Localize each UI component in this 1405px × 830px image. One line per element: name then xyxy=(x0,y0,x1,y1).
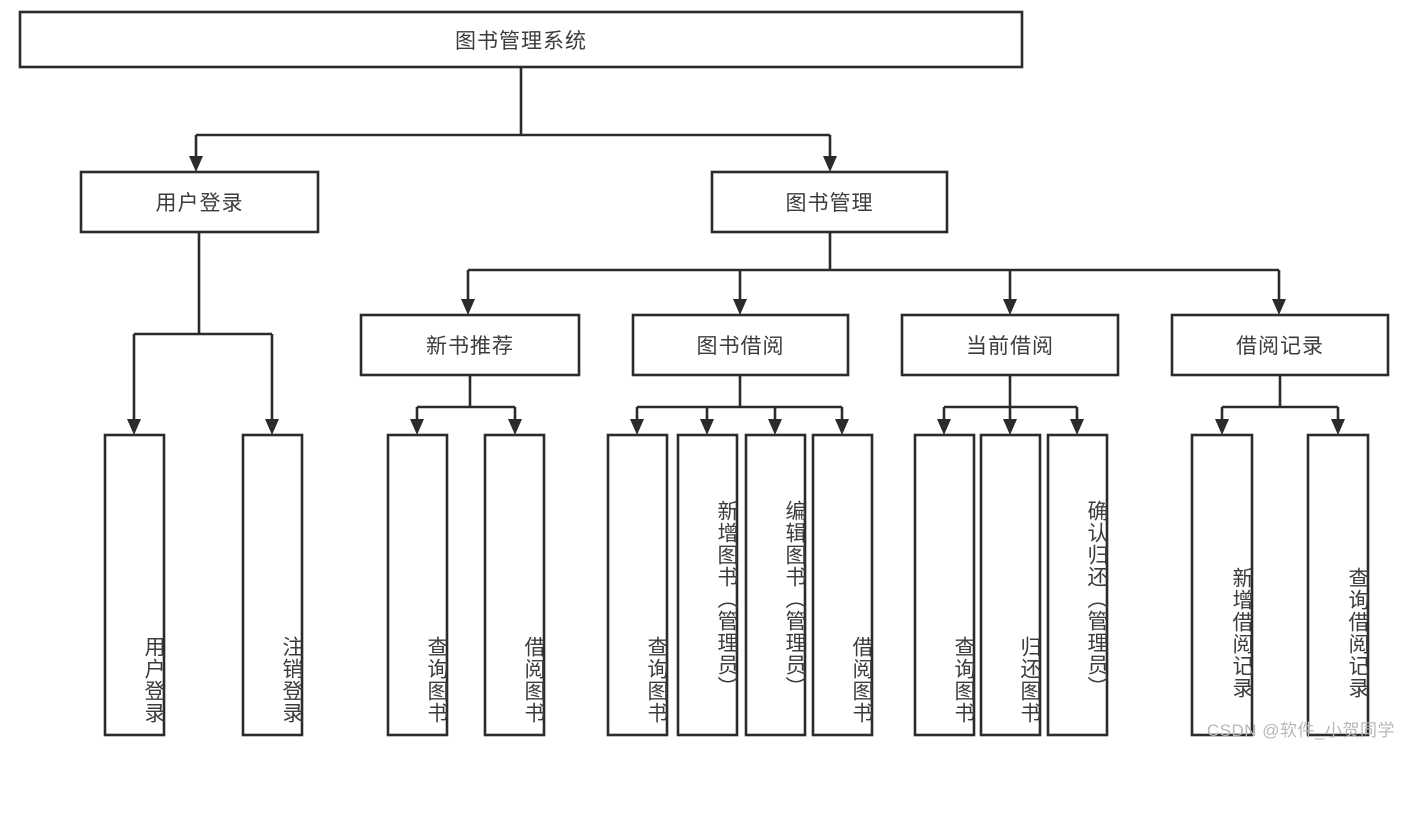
arrowhead-borrow-leaf1 xyxy=(630,419,644,435)
node-box-leaf-query-book-c[interactable] xyxy=(913,433,976,737)
arrowhead-current-leaf3 xyxy=(1070,419,1084,435)
node-box-leaf-return-book[interactable] xyxy=(979,433,1042,737)
arrowhead-current-leaf2 xyxy=(1003,419,1017,435)
node-box-user-login[interactable] xyxy=(79,170,320,234)
arrowhead-current-leaf1 xyxy=(937,419,951,435)
node-box-leaf-confirm-return-admin[interactable] xyxy=(1046,433,1109,737)
edges-layer xyxy=(127,67,1345,435)
arrowhead-login xyxy=(189,156,203,172)
arrowhead-borrow-leaf3 xyxy=(768,419,782,435)
node-box-book-management[interactable] xyxy=(710,170,949,234)
node-box-leaf-borrow-book-b[interactable] xyxy=(811,433,874,737)
arrowhead-bookmgmt xyxy=(823,156,837,172)
arrowhead-record-leaf2 xyxy=(1331,419,1345,435)
node-box-leaf-logout[interactable] xyxy=(241,433,304,737)
hierarchy-diagram-canvas xyxy=(18,10,1390,737)
node-box-book-borrow[interactable] xyxy=(631,313,850,377)
arrowhead-record-leaf1 xyxy=(1215,419,1229,435)
node-box-leaf-borrow-book-a[interactable] xyxy=(483,433,546,737)
arrowhead-newbook-leaf2 xyxy=(508,419,522,435)
arrowhead-borrow-leaf4 xyxy=(835,419,849,435)
node-box-new-book-recommend[interactable] xyxy=(359,313,581,377)
arrowhead-login-leaf2 xyxy=(265,419,279,435)
node-box-leaf-query-borrow-record[interactable] xyxy=(1306,433,1370,737)
nodes-layer xyxy=(18,10,1390,737)
arrowhead-login-leaf1 xyxy=(127,419,141,435)
arrowhead-borrow xyxy=(733,299,747,315)
node-box-leaf-add-book-admin[interactable] xyxy=(676,433,739,737)
node-box-leaf-add-borrow-record[interactable] xyxy=(1190,433,1254,737)
arrowhead-borrow-leaf2 xyxy=(700,419,714,435)
arrowhead-record xyxy=(1272,299,1286,315)
node-box-leaf-query-book-b[interactable] xyxy=(606,433,669,737)
node-box-current-borrow[interactable] xyxy=(900,313,1120,377)
node-box-leaf-user-login[interactable] xyxy=(103,433,166,737)
node-box-leaf-edit-book-admin[interactable] xyxy=(744,433,807,737)
node-box-root[interactable] xyxy=(18,10,1024,69)
node-box-leaf-query-book-a[interactable] xyxy=(386,433,449,737)
arrowhead-current xyxy=(1003,299,1017,315)
node-box-borrow-record[interactable] xyxy=(1170,313,1390,377)
arrowhead-newbook-leaf1 xyxy=(410,419,424,435)
arrowhead-newbook xyxy=(461,299,475,315)
